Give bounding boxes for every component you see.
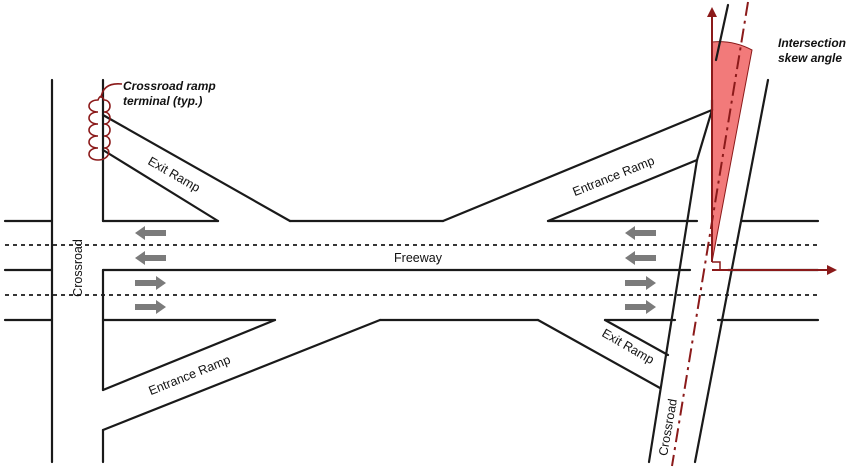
crossroad-label-right: Crossroad [656, 398, 680, 457]
skew-angle-callout-line1: Intersection [778, 36, 846, 50]
crossroad-centerline [671, 1, 749, 467]
eastbound-arrow-right-2 [625, 300, 656, 314]
entrance-ramp-label-left: Entrance Ramp [147, 353, 233, 399]
right-angle-marker [712, 261, 721, 270]
entrance-ramp-label-right: Entrance Ramp [571, 154, 657, 200]
skew-angle-wedge [711, 41, 753, 263]
right-crossroad-west-edge-top [714, 3, 730, 62]
ramp-terminal-loops [88, 95, 111, 161]
exit-ramp-left-outer [101, 113, 292, 223]
entrance-ramp-left-outer [101, 318, 382, 432]
exit-ramp-left-inner [101, 148, 220, 223]
westbound-arrow-left-1 [135, 226, 166, 240]
ramp-terminal-callout-line2: terminal (typ.) [123, 94, 202, 108]
westbound-arrow-right-2 [625, 251, 656, 265]
skew-angle-callout-line2: skew angle [778, 51, 842, 65]
eastbound-arrow-left-1 [135, 276, 166, 290]
right-crossroad-west-edge-upper [695, 108, 714, 162]
westbound-arrow-right-1 [625, 226, 656, 240]
freeway-label: Freeway [394, 251, 443, 265]
right-crossroad-west-edge [647, 158, 699, 464]
entrance-ramp-right-inner [546, 158, 699, 223]
entrance-ramp-left-inner [101, 318, 277, 392]
exit-ramp-right-inner [603, 318, 670, 357]
ramp-terminal-leader [100, 82, 123, 99]
westbound-arrow-left-2 [135, 251, 166, 265]
eastbound-arrow-left-2 [135, 300, 166, 314]
entrance-ramp-right-outer [441, 108, 714, 223]
exit-ramp-label-left: Exit Ramp [146, 154, 203, 195]
crossroad-label-left: Crossroad [71, 239, 85, 297]
ramp-terminal-callout-line1: Crossroad ramp [123, 79, 216, 93]
exit-ramp-right-outer [536, 318, 662, 390]
eastbound-arrow-right-1 [625, 276, 656, 290]
